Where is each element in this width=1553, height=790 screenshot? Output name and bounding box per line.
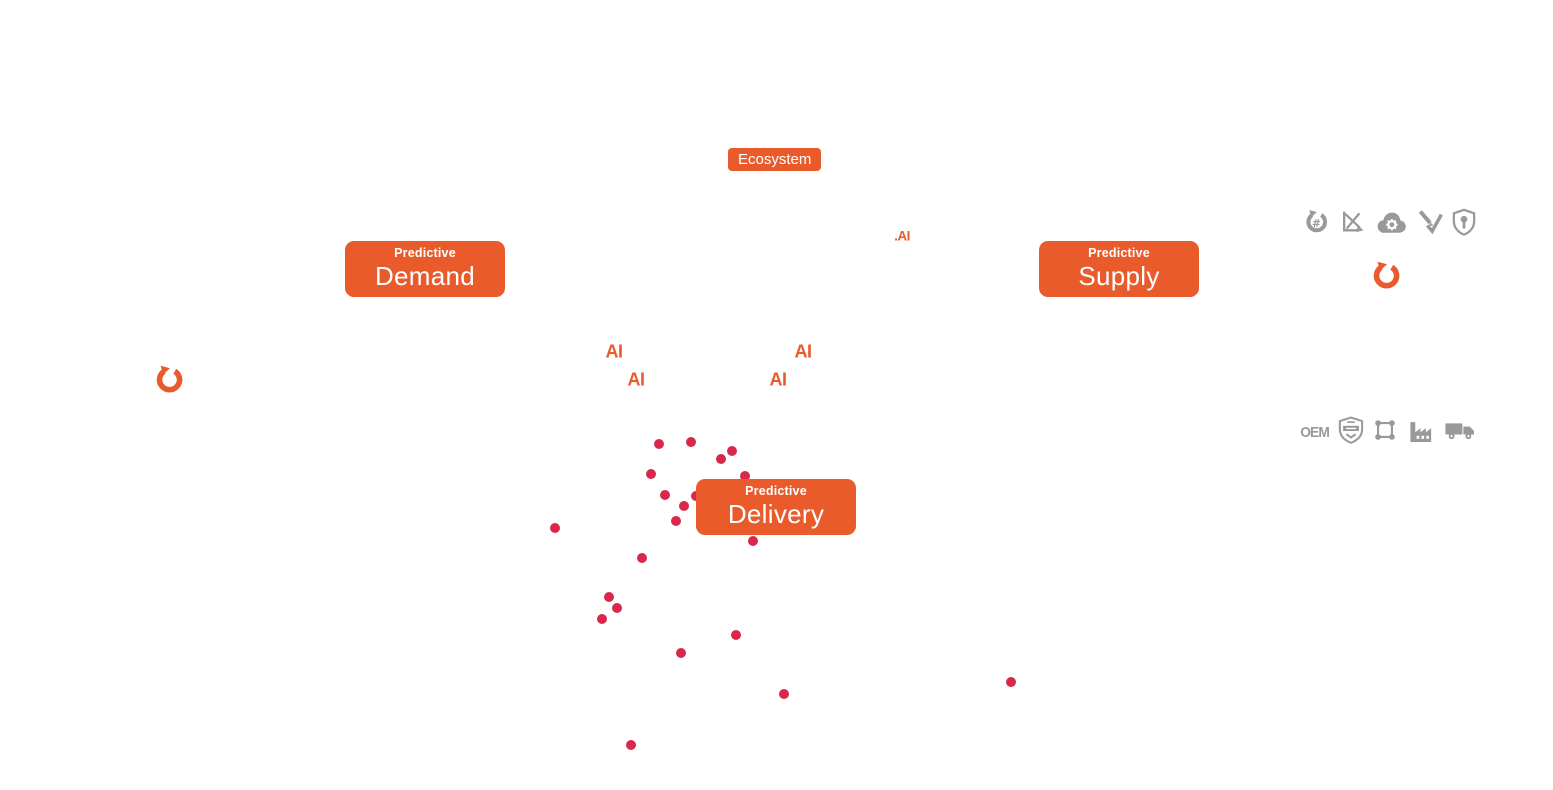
dot-ai-label: .AI: [894, 228, 910, 244]
data-dot: [731, 630, 741, 640]
svg-text:#: #: [1312, 218, 1321, 230]
data-dot: [679, 501, 689, 511]
data-dot: [748, 536, 758, 546]
data-dot: [597, 614, 607, 624]
refresh-number-icon: #: [1302, 208, 1330, 241]
data-dot: [550, 523, 560, 533]
predictive-supply-button[interactable]: Predictive Supply: [1039, 241, 1199, 297]
predictive-delivery-button[interactable]: Predictive Delivery: [696, 479, 856, 535]
data-dot: [604, 592, 614, 602]
demand-eyebrow: Predictive: [394, 246, 456, 260]
ecosystem-badge[interactable]: Ecosystem: [728, 148, 822, 171]
network-nodes-icon: [1372, 417, 1398, 448]
pencil-check-icon: [1416, 208, 1444, 241]
data-dot: [716, 454, 726, 464]
icon-row-top: #: [1302, 208, 1476, 241]
supply-label: Supply: [1078, 261, 1160, 291]
delivery-eyebrow: Predictive: [745, 484, 807, 498]
data-dot: [676, 648, 686, 658]
refresh-cycle-icon: [1370, 260, 1402, 297]
factory-icon: [1406, 418, 1436, 448]
data-dot: [686, 437, 696, 447]
data-dot: [654, 439, 664, 449]
data-dot: [1006, 677, 1016, 687]
icon-row-bottom: OEM: [1299, 416, 1476, 449]
certified-shield-icon: [1338, 416, 1364, 449]
ai-label: AI: [769, 369, 788, 390]
data-dot: [646, 469, 656, 479]
declining-chart-icon: [1338, 208, 1366, 241]
data-dot: [660, 490, 670, 500]
supply-eyebrow: Predictive: [1088, 246, 1150, 260]
delivery-label: Delivery: [727, 499, 825, 529]
ai-label: AI: [794, 341, 813, 362]
data-dot: [626, 740, 636, 750]
data-dot: [671, 516, 681, 526]
demand-label: Demand: [374, 261, 476, 291]
cloud-gear-icon: [1374, 209, 1408, 240]
shield-key-icon: [1452, 208, 1476, 241]
refresh-cycle-icon: [153, 364, 185, 401]
data-dot: [612, 603, 622, 613]
truck-icon: [1444, 419, 1476, 447]
predictive-demand-button[interactable]: Predictive Demand: [345, 241, 505, 297]
ai-label: AI: [605, 341, 624, 362]
data-dot: [727, 446, 737, 456]
data-dot: [740, 471, 750, 481]
data-dot: [637, 553, 647, 563]
oem-label: OEM: [1300, 424, 1330, 441]
ai-label: AI: [627, 369, 646, 390]
data-dot: [779, 689, 789, 699]
